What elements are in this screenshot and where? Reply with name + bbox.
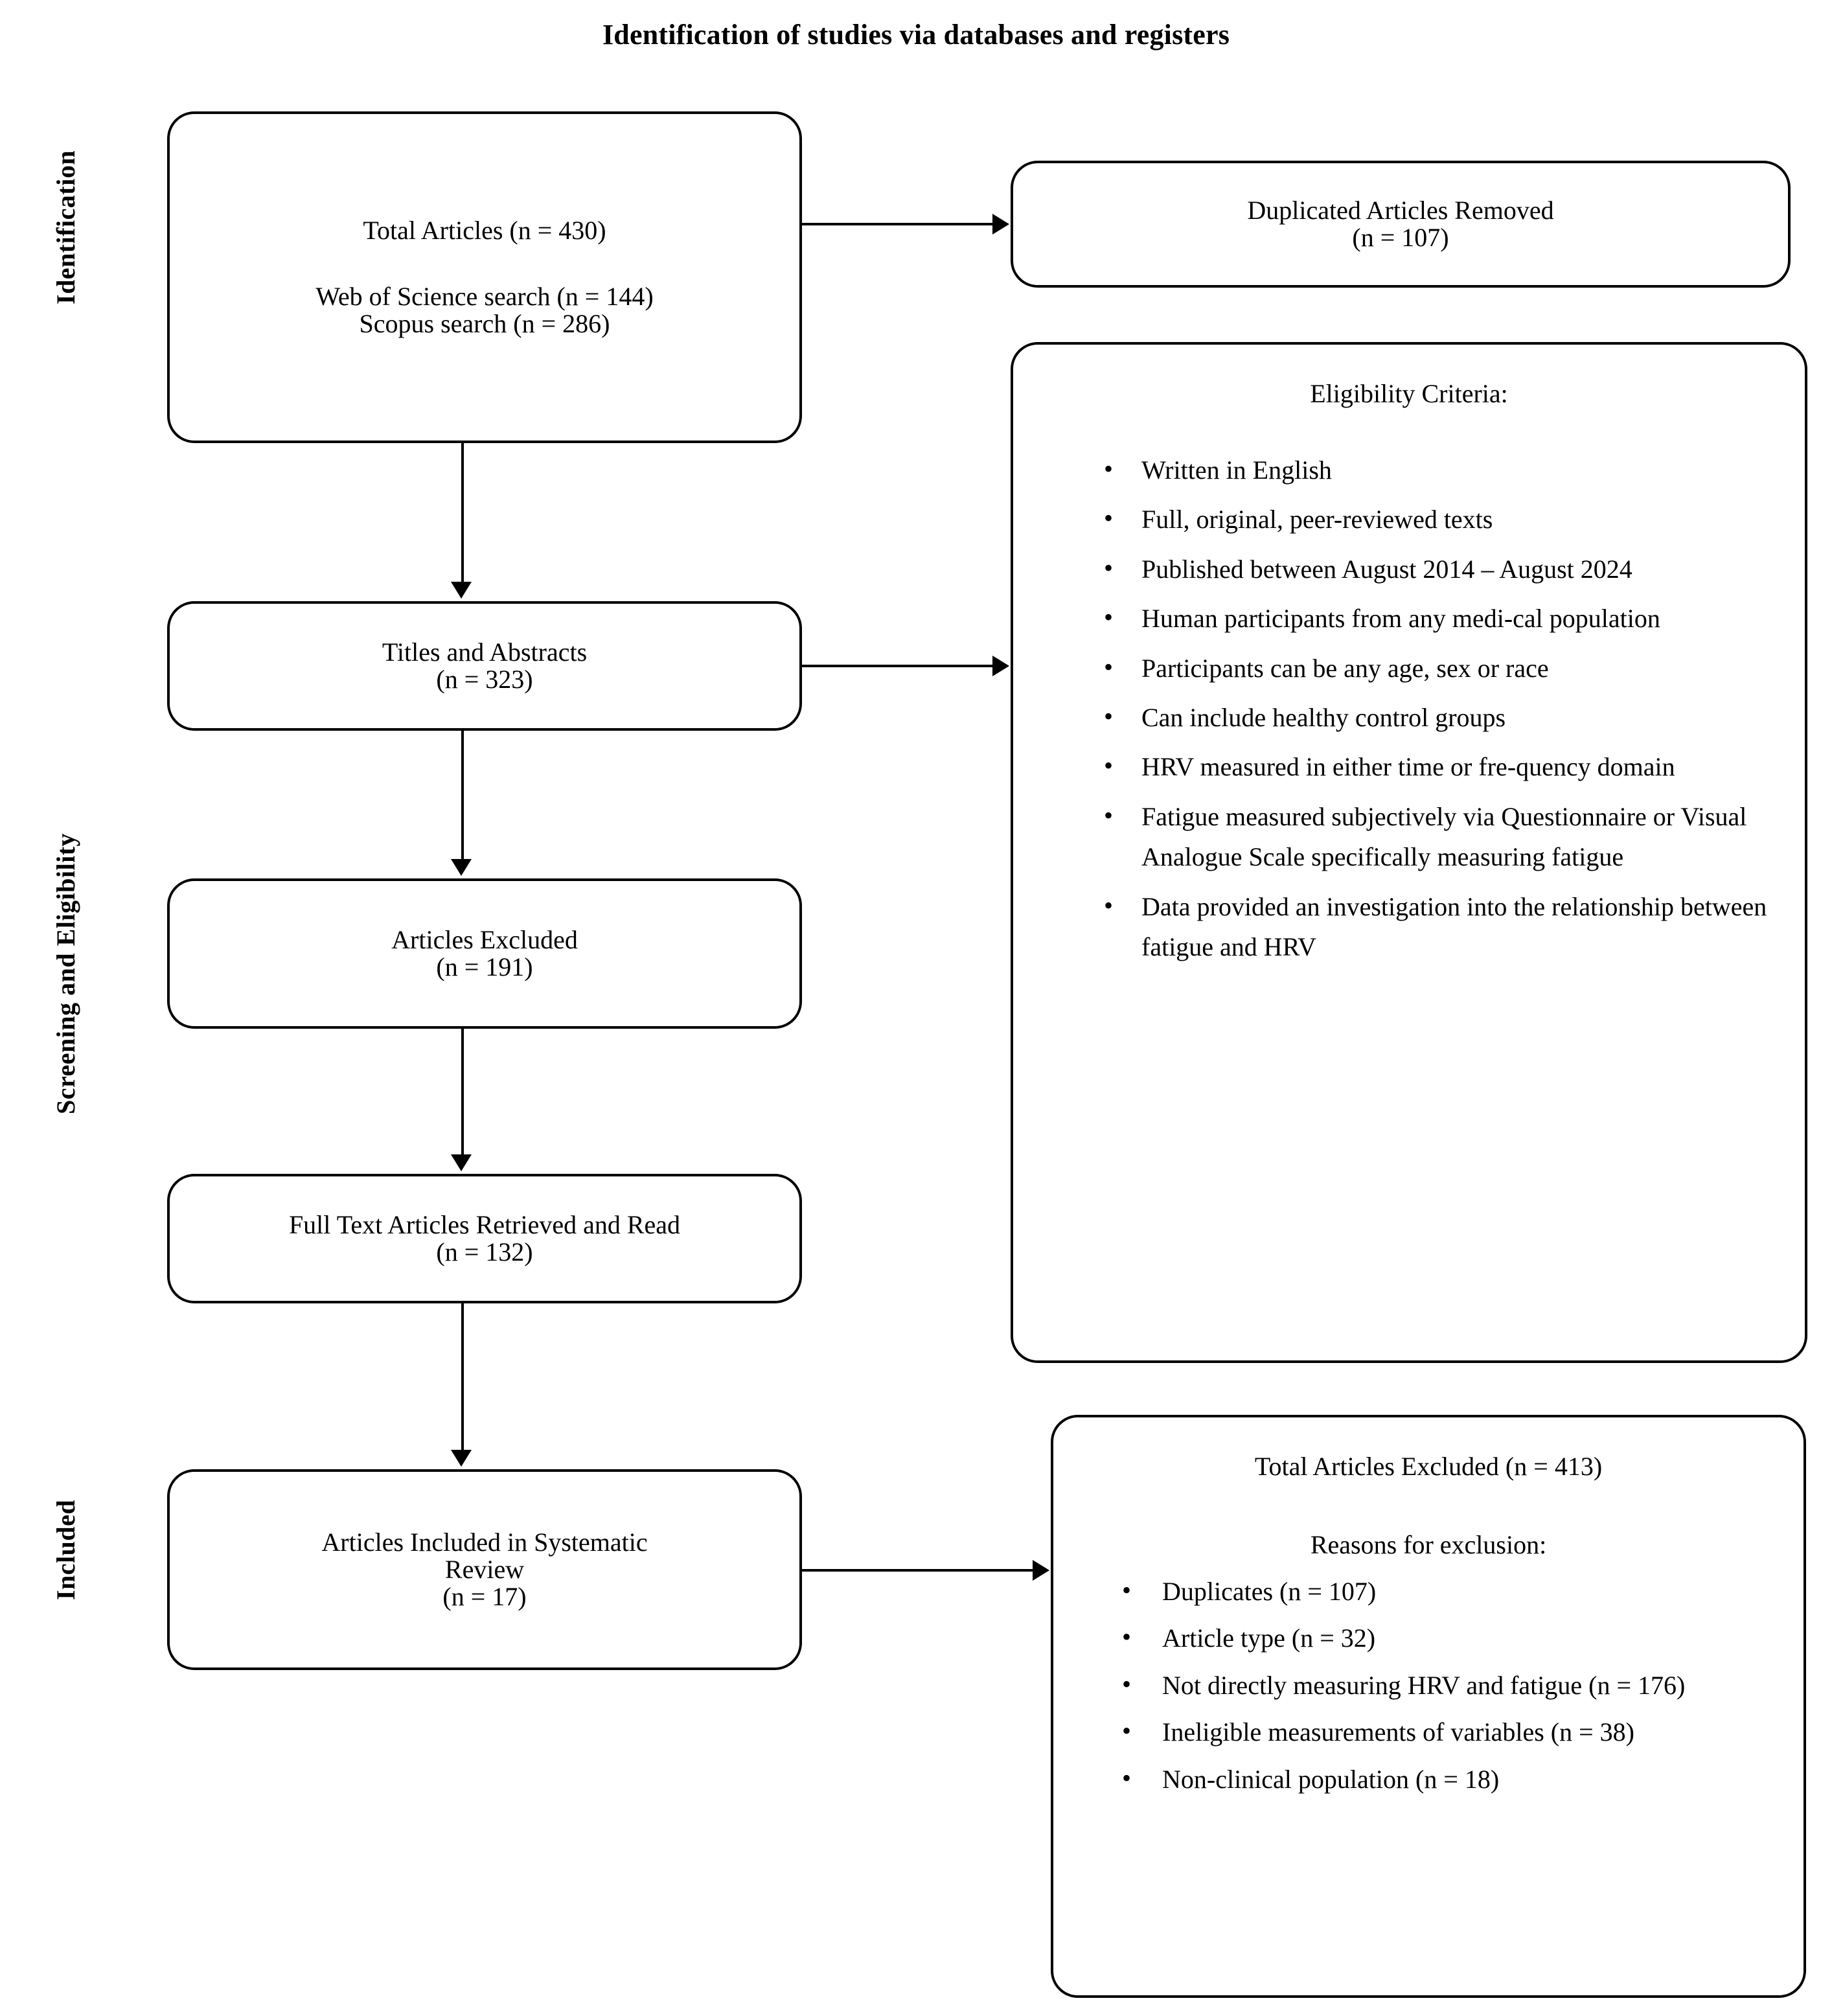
list-item: Published between August 2014 – August 2… (1099, 548, 1775, 590)
stage-label-screening: Screening and Eligibility (51, 832, 80, 1114)
web-of-science-count: Web of Science search (n = 144) (315, 282, 654, 311)
titles-abstracts-label: Titles and Abstracts (382, 637, 588, 667)
connector-excluded-to-fulltext (461, 1029, 464, 1156)
articles-included-count: (n = 17) (442, 1582, 527, 1611)
arrow-right-icon (1033, 1560, 1049, 1581)
node-full-text-articles: Full Text Articles Retrieved and Read (n… (167, 1174, 802, 1303)
connector-total-to-duplicates (802, 223, 994, 225)
eligibility-criteria-list: Written in English Full, original, peer-… (1013, 449, 1805, 976)
full-text-label: Full Text Articles Retrieved and Read (288, 1210, 681, 1239)
articles-included-label-line2: Review (444, 1555, 525, 1584)
articles-excluded-count: (n = 191) (436, 952, 533, 981)
titles-abstracts-count: (n = 323) (436, 665, 533, 694)
node-titles-abstracts: Titles and Abstracts (n = 323) (167, 601, 802, 731)
node-total-articles-excluded: Total Articles Excluded (n = 413) Reason… (1051, 1415, 1806, 1998)
eligibility-criteria-heading: Eligibility Criteria: (1310, 379, 1508, 408)
list-item: Article type (n = 32) (1116, 1617, 1778, 1658)
stage-label-identification: Identification (51, 150, 80, 304)
list-item: Ineligible measurements of variables (n … (1116, 1711, 1778, 1752)
list-item: Data provided an investigation into the … (1099, 886, 1775, 968)
exclusions-heading: Total Articles Excluded (n = 413) (1254, 1452, 1603, 1481)
connector-total-to-titles (461, 443, 464, 584)
node-total-articles: Total Articles (n = 430) Web of Science … (167, 111, 802, 443)
node-eligibility-criteria: Eligibility Criteria: Written in English… (1011, 342, 1807, 1363)
list-item: Fatigue measured subjectively via Questi… (1099, 796, 1775, 878)
duplicates-removed-count: (n = 107) (1352, 223, 1449, 252)
connector-titles-to-eligibility (802, 665, 994, 667)
exclusions-subheading: Reasons for exclusion: (1310, 1530, 1547, 1559)
connector-titles-to-excluded (461, 731, 464, 860)
connector-fulltext-to-included (461, 1303, 464, 1451)
arrow-right-icon (992, 656, 1009, 676)
articles-excluded-label: Articles Excluded (391, 925, 578, 954)
stage-label-included: Included (51, 1499, 80, 1600)
articles-included-label-line1: Articles Included in Systematic (321, 1528, 648, 1557)
scopus-count: Scopus search (n = 286) (359, 309, 610, 338)
list-item: Participants can be any age, sex or race (1099, 647, 1775, 689)
exclusion-reasons-list: Duplicates (n = 107) Article type (n = 3… (1053, 1570, 1803, 1806)
arrow-down-icon (451, 1450, 472, 1467)
list-item: Full, original, peer-reviewed texts (1099, 498, 1775, 540)
list-item: Not directly measuring HRV and fatigue (… (1116, 1664, 1778, 1706)
list-item: HRV measured in either time or fre-quenc… (1099, 746, 1775, 787)
duplicates-removed-label: Duplicated Articles Removed (1247, 196, 1554, 225)
list-item: Duplicates (n = 107) (1116, 1570, 1778, 1612)
page-title: Identification of studies via databases … (602, 19, 1230, 51)
list-item: Written in English (1099, 449, 1775, 490)
arrow-down-icon (451, 859, 472, 876)
arrow-down-icon (451, 1154, 472, 1171)
list-item: Non-clinical population (n = 18) (1116, 1758, 1778, 1800)
node-duplicated-articles-removed: Duplicated Articles Removed (n = 107) (1011, 161, 1791, 288)
node-articles-included: Articles Included in Systematic Review (… (167, 1469, 802, 1670)
list-item: Human participants from any medi-cal pop… (1099, 597, 1775, 639)
total-articles-count: Total Articles (n = 430) (363, 216, 606, 245)
list-item: Can include healthy control groups (1099, 696, 1775, 738)
arrow-down-icon (451, 582, 472, 599)
full-text-count: (n = 132) (436, 1237, 533, 1266)
arrow-right-icon (992, 214, 1009, 235)
connector-included-to-exclusions (802, 1569, 1034, 1572)
node-articles-excluded: Articles Excluded (n = 191) (167, 878, 802, 1029)
